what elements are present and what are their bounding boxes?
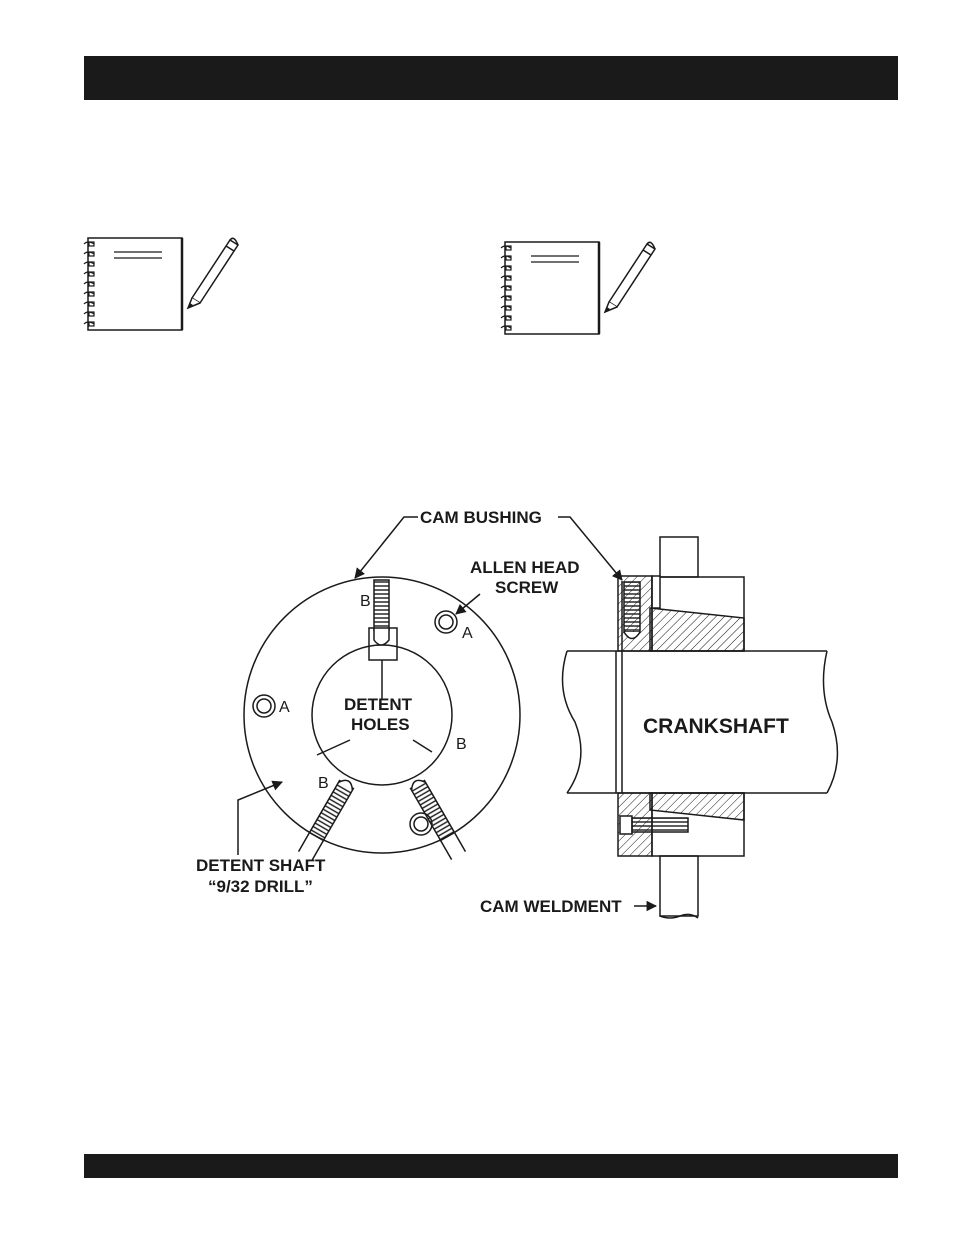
label-cam-weldment: CAM WELDMENT: [480, 897, 622, 916]
label-hole-b-bottom: B: [318, 775, 329, 792]
label-hole-a-left: A: [279, 699, 290, 716]
label-detent-shaft: DETENT SHAFT: [196, 856, 326, 875]
label-drill-size: “9/32 DRILL”: [208, 877, 313, 896]
label-detent: DETENT: [344, 695, 413, 714]
hole-a-upper: [435, 611, 457, 633]
label-screw: SCREW: [495, 578, 559, 597]
label-hole-a-upper: A: [462, 625, 473, 642]
detent-shaft-top: [369, 580, 397, 700]
hole-lower: [410, 813, 432, 835]
label-cam-bushing: CAM BUSHING: [420, 508, 542, 527]
label-crankshaft: CRANKSHAFT: [643, 715, 789, 738]
hole-a-left: [253, 695, 275, 717]
label-hole-b-right: B: [456, 736, 467, 753]
label-allen-head: ALLEN HEAD: [470, 558, 580, 577]
label-hole-b-top: B: [360, 593, 371, 610]
label-holes: HOLES: [351, 715, 410, 734]
